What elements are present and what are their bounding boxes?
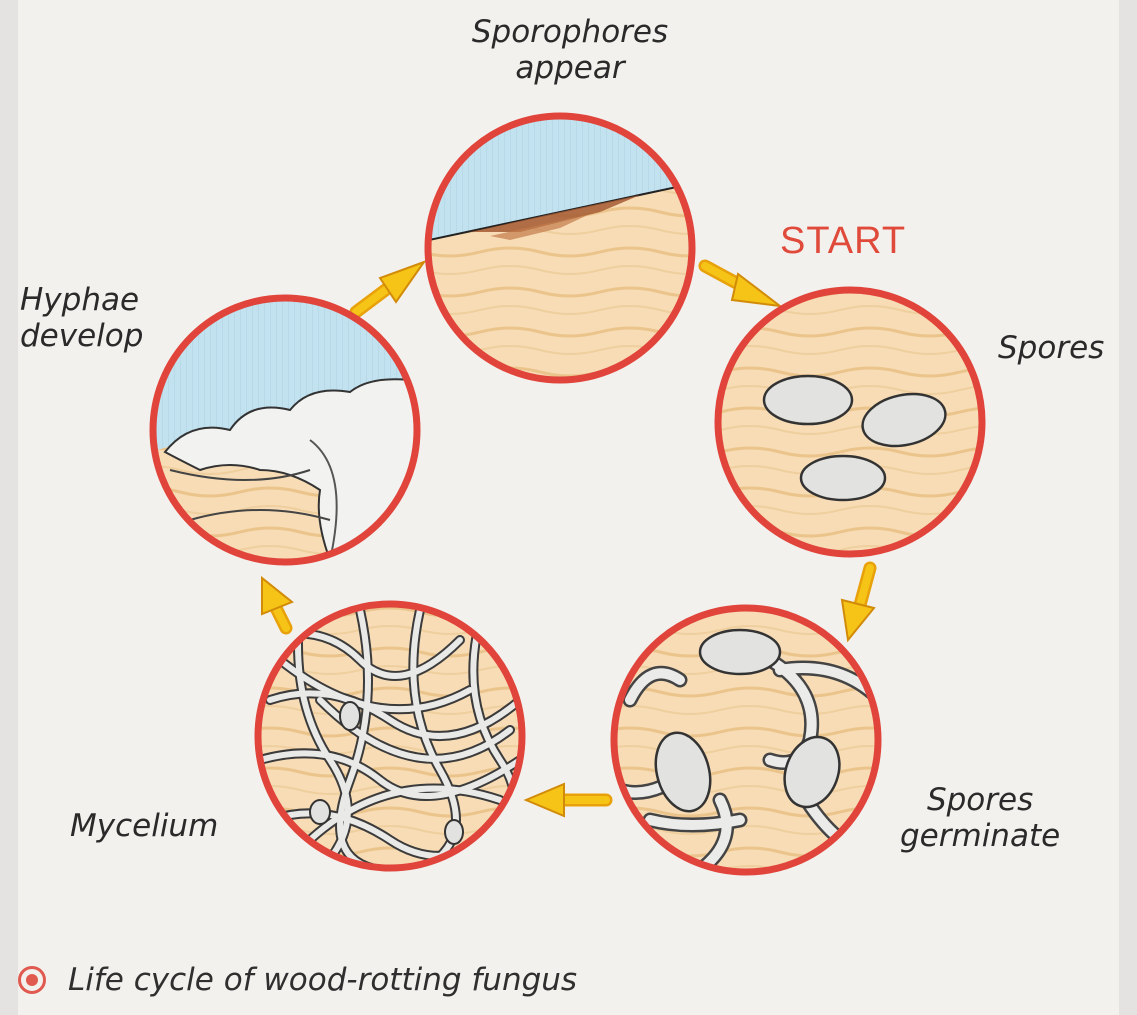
label-spores-line1: Spores	[998, 330, 1104, 366]
label-spores: Spores	[998, 330, 1104, 366]
stage-circle-mycelium	[250, 596, 530, 876]
arrow-bottom-right-to-bottom-left	[526, 784, 606, 816]
stage-circle-spores	[710, 282, 990, 562]
caption-text: Life cycle of wood-rotting fungus	[68, 962, 577, 998]
label-hyphae-line1: Hyphae	[20, 282, 143, 318]
label-mycelium-line1: Mycelium	[70, 808, 218, 844]
start-label: START	[780, 220, 906, 263]
label-hyphae: Hyphae develop	[20, 282, 143, 354]
label-sporophores-line2: appear	[440, 50, 700, 86]
label-sporophores-line1: Sporophores	[440, 14, 700, 50]
label-germinate-line2: germinate	[900, 818, 1060, 854]
label-germinate-line1: Spores	[900, 782, 1060, 818]
stage-circle-hyphae	[150, 296, 430, 576]
stage-circle-germinate	[606, 600, 886, 880]
arrow-left-to-top	[356, 262, 424, 312]
label-mycelium: Mycelium	[70, 808, 218, 844]
figure-caption: Life cycle of wood-rotting fungus	[18, 962, 577, 998]
arrow-right-to-bottom-right	[842, 568, 874, 640]
label-sporophores: Sporophores appear	[440, 14, 700, 86]
arrow-top-to-right	[705, 266, 780, 306]
target-bullet-icon	[18, 966, 46, 994]
label-germinate: Spores germinate	[900, 782, 1060, 854]
stage-circle-sporophores	[420, 110, 700, 390]
arrow-bottom-left-to-left	[262, 578, 292, 628]
label-hyphae-line2: develop	[20, 318, 143, 354]
